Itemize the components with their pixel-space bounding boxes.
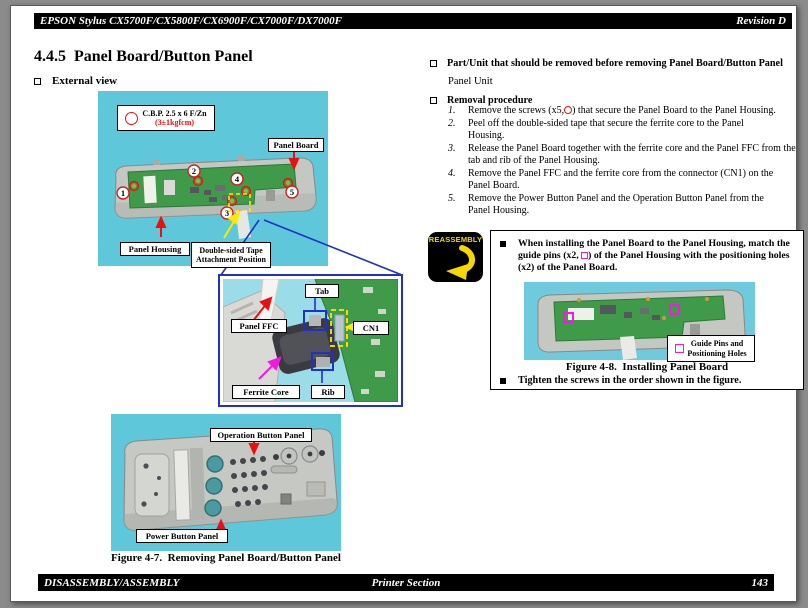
step-2: 2. Peel off the double-sided tape that s… (448, 118, 744, 141)
reassembly-arrow-icon (445, 245, 475, 280)
reassembly-note-box: When installing the Panel Board to the P… (490, 230, 804, 390)
step-3: 3. Release the Panel Board together with… (448, 143, 796, 166)
screw-spec-line1: C.B.P. 2.5 x 6 F/Zn (142, 108, 207, 118)
rib-label: Rib (311, 385, 345, 399)
panel-board-label: Panel Board (268, 138, 324, 152)
ferrite-core-label: Ferrite Core (232, 385, 300, 399)
part-unit-heading-row: Part/Unit that should be removed before … (430, 58, 783, 69)
screw-number-1: 1 (121, 188, 125, 198)
screw-number-3: 3 (225, 208, 229, 218)
header-revision: Revision D (736, 15, 786, 27)
guide-pin-square-icon (675, 344, 685, 353)
header-title: EPSON Stylus CX5700F/CX5800F/CX6900F/CX7… (40, 15, 342, 27)
screw-number-2: 2 (192, 166, 196, 176)
screw-spec-label: C.B.P. 2.5 x 6 F/Zn (3±1kgfcm) (117, 105, 215, 131)
page-header-bar: EPSON Stylus CX5700F/CX5800F/CX6900F/CX7… (34, 13, 792, 29)
checkbox-icon (430, 60, 437, 67)
section-title: 4.4.5 Panel Board/Button Panel (34, 48, 253, 65)
reassembly-badge: REASSEMBLY (428, 232, 483, 282)
bullet-square-icon (500, 378, 506, 384)
document-page: EPSON Stylus CX5700F/CX5800F/CX6900F/CX7… (10, 5, 804, 602)
external-view-label: External view (52, 75, 118, 87)
footer-center: Printer Section (371, 576, 441, 589)
screw-circle-icon (564, 106, 573, 114)
removal-heading: Removal procedure (447, 95, 533, 106)
ffc-detail-photo (222, 278, 399, 403)
note-2: Tighten the screws in the order shown in… (500, 375, 741, 386)
operation-button-panel-label: Operation Button Panel (210, 428, 312, 442)
footer-page-number: 143 (751, 576, 769, 589)
cn1-label: CN1 (353, 321, 389, 335)
screw-number-4: 4 (235, 174, 240, 184)
step-5: 5. Remove the Power Button Panel and the… (448, 193, 764, 216)
figure-4-7-caption: Figure 4-7. Removing Panel Board/Button … (111, 552, 341, 564)
tab-label: Tab (305, 284, 339, 298)
step-4: 4. Remove the Panel FFC and the ferrite … (448, 168, 774, 191)
guide-pins-label: Guide Pins and Positioning Holes (667, 335, 755, 362)
part-unit-heading: Part/Unit that should be removed before … (447, 58, 783, 69)
step-1: 1. Remove the screws (x5,) that secure t… (448, 105, 776, 116)
checkbox-icon (34, 77, 41, 85)
reassembly-badge-label: REASSEMBLY (428, 235, 483, 244)
note-1: When installing the Panel Board to the P… (500, 238, 792, 275)
external-view-heading: External view (34, 75, 117, 87)
removal-heading-row: Removal procedure (430, 95, 532, 106)
panel-ffc-label: Panel FFC (231, 319, 287, 333)
screw-circle-icon (125, 111, 139, 125)
checkbox-icon (430, 97, 437, 104)
removal-steps: 1. Remove the screws (x5,) that secure t… (448, 105, 802, 218)
screw-number-5: 5 (290, 187, 294, 197)
part-unit-value: Panel Unit (448, 76, 493, 87)
power-button-panel-label: Power Button Panel (136, 529, 228, 543)
figure-4-8-caption: Figure 4-8. Installing Panel Board (565, 361, 729, 373)
bullet-square-icon (500, 241, 506, 247)
panel-housing-label: Panel Housing (120, 242, 190, 256)
page-footer-bar: DISASSEMBLY/ASSEMBLY Printer Section 143 (38, 574, 774, 591)
footer-section: DISASSEMBLY/ASSEMBLY (44, 576, 180, 589)
screw-spec-line2: (3±1kgfcm) (154, 118, 195, 127)
tape-position-label: Double-sided Tape Attachment Position (191, 242, 271, 268)
guide-pin-square-icon (581, 252, 589, 260)
